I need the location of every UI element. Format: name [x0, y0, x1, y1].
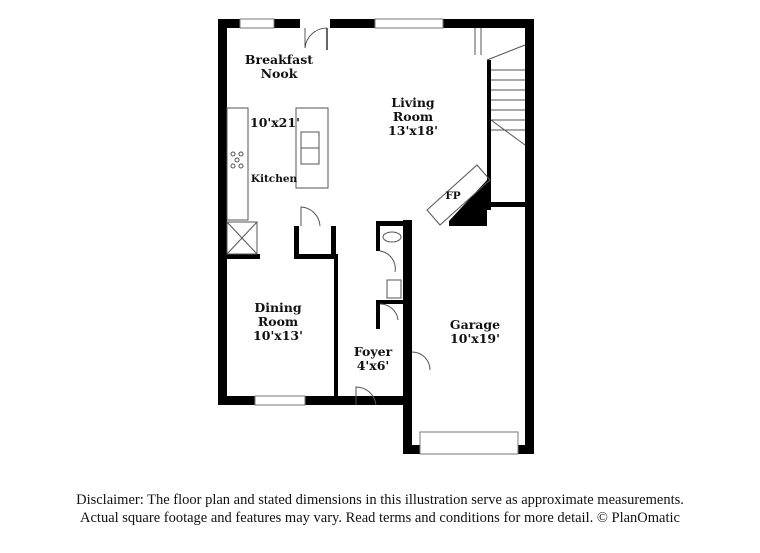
disclaimer: Disclaimer: The floor plan and stated di… [0, 491, 760, 527]
room-dimensions: 4'x6' [356, 358, 390, 373]
room-name: Living [391, 95, 435, 110]
room-name: Nook [260, 66, 298, 81]
living-room-label: Living Room 13'x18' [380, 96, 446, 138]
room-dimensions: 10'x13' [253, 328, 303, 343]
room-name: Room [392, 109, 434, 124]
room-name: Foyer [353, 344, 393, 359]
windows [239, 18, 519, 455]
room-name: Garage [449, 317, 501, 332]
garage-label: Garage 10'x19' [440, 318, 510, 346]
room-dimensions: 13'x18' [388, 123, 438, 138]
dining-room-label: Dining Room 10'x13' [245, 301, 311, 343]
fixtures [226, 28, 526, 406]
disclaimer-line-1: Disclaimer: The floor plan and stated di… [76, 492, 684, 508]
room-name: Breakfast [244, 52, 314, 67]
entry-door-top [300, 19, 330, 50]
disclaimer-line-2: Actual square footage and features may v… [80, 510, 680, 526]
fireplace-label: FP [445, 190, 461, 202]
kitchen-label: Kitchen [250, 173, 298, 185]
room-dimensions: 10'x19' [450, 331, 500, 346]
foyer-label: Foyer 4'x6' [346, 345, 400, 373]
room-name: Dining [254, 300, 302, 315]
breakfast-nook-label: Breakfast Nook [240, 53, 318, 81]
room-name: Room [257, 314, 299, 329]
kitchen-dimensions: 10'x21' [250, 115, 300, 130]
